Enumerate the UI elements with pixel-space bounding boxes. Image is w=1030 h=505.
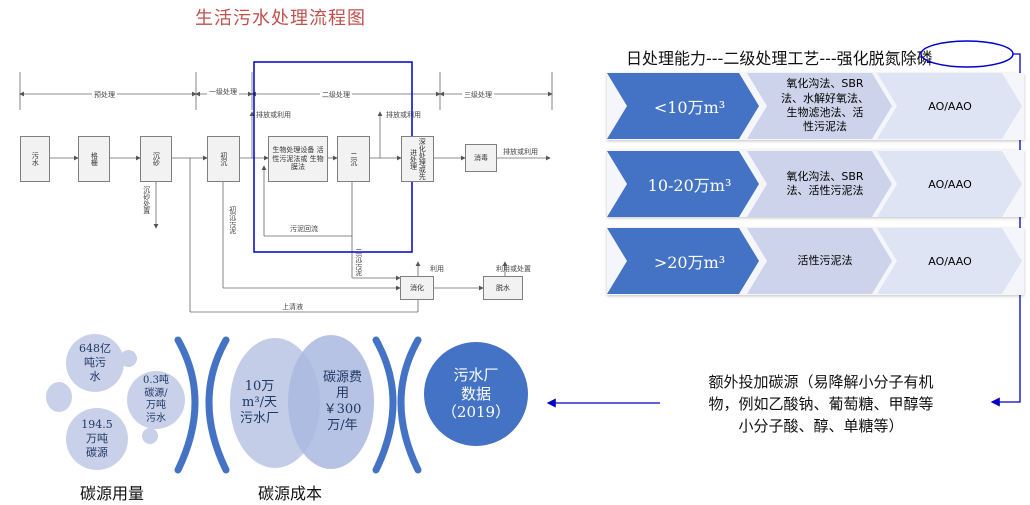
process-3: 活性污泥法: [797, 253, 853, 267]
process-chevrons: [607, 73, 1022, 294]
usage-circle-ratio: 0.3吨碳源/万吨污水: [127, 371, 185, 429]
box-advanced: 深化处理或先进处理: [401, 136, 434, 182]
box-dewater: 脱水: [483, 276, 523, 300]
extra-2: AO/AAO: [928, 177, 972, 191]
deco-circle-3: [142, 428, 158, 444]
box-sewage: 污水: [20, 136, 50, 182]
deco-circle-2: [120, 350, 137, 367]
source-circle: 污水厂数据（2019）: [424, 342, 528, 446]
extra-3: AO/AAO: [928, 254, 972, 268]
capacity-2: 10-20万m³: [647, 176, 732, 195]
page-title: 生活污水处理流程图: [195, 8, 366, 29]
stage-primary: 一级处理: [207, 87, 239, 97]
label-supernatant: 上清液: [282, 303, 303, 311]
box-bio: 生物处理设备 活性污泥法或 生物膜法: [268, 136, 328, 182]
carbon-note: 额外投加碳源（易降解小分子有机 物，例如乙酸钠、葡萄糖、甲醇等 小分子酸、醇、单…: [708, 373, 934, 435]
label-sludge-return: 污泥回流: [290, 225, 318, 233]
box-secondary-settle: 二沉: [337, 136, 370, 182]
usage-label: 碳源用量: [80, 484, 145, 503]
label-use-or-dispose: 利用或处置: [496, 265, 531, 273]
process-title: 日处理能力---二级处理工艺---强化脱氮除磷: [626, 49, 933, 68]
label-use: 利用: [430, 265, 444, 273]
capacity-3: >20万m³: [653, 253, 726, 272]
label-primary-sludge: 初沉污泥: [228, 206, 237, 234]
arc-brackets: [174, 336, 422, 474]
box-primary-settle: 初沉: [207, 136, 240, 182]
box-digest: 消化: [400, 276, 434, 300]
stage-pre: 预处理: [92, 90, 117, 100]
capacity-1: <10万m³: [653, 98, 726, 117]
label-discharge-2: 排放或利用: [386, 111, 421, 119]
extra-1: AO/AAO: [928, 99, 972, 113]
cost-label: 碳源成本: [258, 484, 323, 503]
deco-circle-1: [46, 382, 72, 412]
box-grit: 沉砂: [140, 136, 172, 182]
box-grille: 格栅: [78, 136, 110, 182]
label-secondary-sludge: 二沉污泥: [354, 248, 363, 276]
label-discharge-1: 排放或利用: [256, 111, 291, 119]
stage-tertiary: 三级处理: [462, 90, 494, 100]
usage-circle-water: 648亿吨污水: [66, 334, 124, 392]
flow-lines: [19, 61, 553, 313]
box-disinfect: 消毒: [465, 144, 497, 172]
stage-secondary: 二级处理: [320, 90, 352, 100]
label-grit-disposal: 沉砂处置: [142, 186, 151, 214]
label-discharge-3: 排放或利用: [503, 148, 538, 156]
